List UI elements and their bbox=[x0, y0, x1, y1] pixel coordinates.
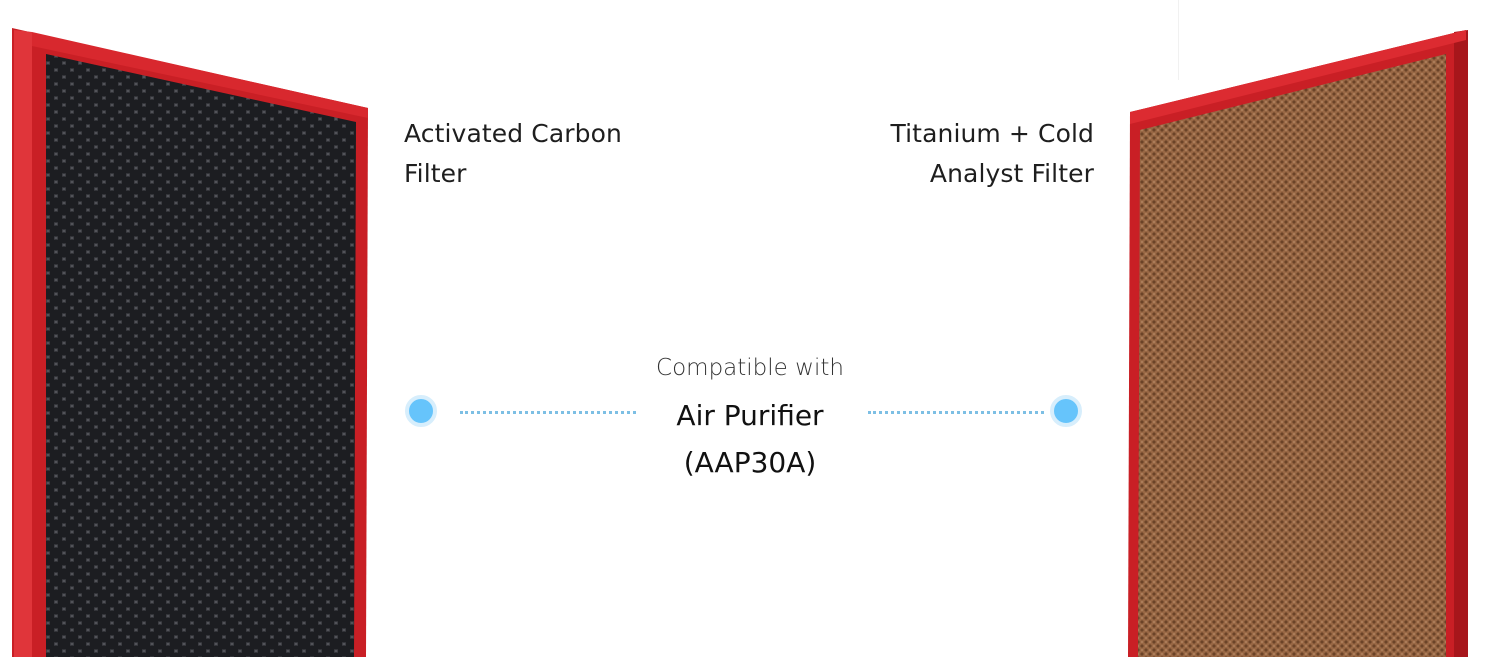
product-name: Air Purifier (AAP30A) bbox=[600, 392, 900, 486]
connector-dot-right bbox=[1050, 395, 1082, 427]
label-line: Analyst Filter bbox=[929, 159, 1094, 188]
label-line: Filter bbox=[404, 159, 467, 188]
connector-dot-left bbox=[405, 395, 437, 427]
titanium-filter-label: Titanium + Cold Analyst Filter bbox=[834, 114, 1094, 194]
product-line: (AAP30A) bbox=[683, 446, 817, 479]
connector-line-left bbox=[460, 411, 636, 414]
compatible-with-text: Compatible with bbox=[656, 355, 844, 381]
connector-line-right bbox=[868, 411, 1044, 414]
titanium-cold-analyst-filter-image bbox=[1128, 30, 1468, 657]
activated-carbon-filter-image bbox=[12, 28, 368, 657]
label-line: Titanium + Cold bbox=[890, 119, 1094, 148]
activated-carbon-filter-label: Activated Carbon Filter bbox=[404, 114, 664, 194]
label-line: Activated Carbon bbox=[404, 119, 622, 148]
background-divider bbox=[1178, 0, 1179, 80]
product-line: Air Purifier bbox=[676, 399, 824, 432]
